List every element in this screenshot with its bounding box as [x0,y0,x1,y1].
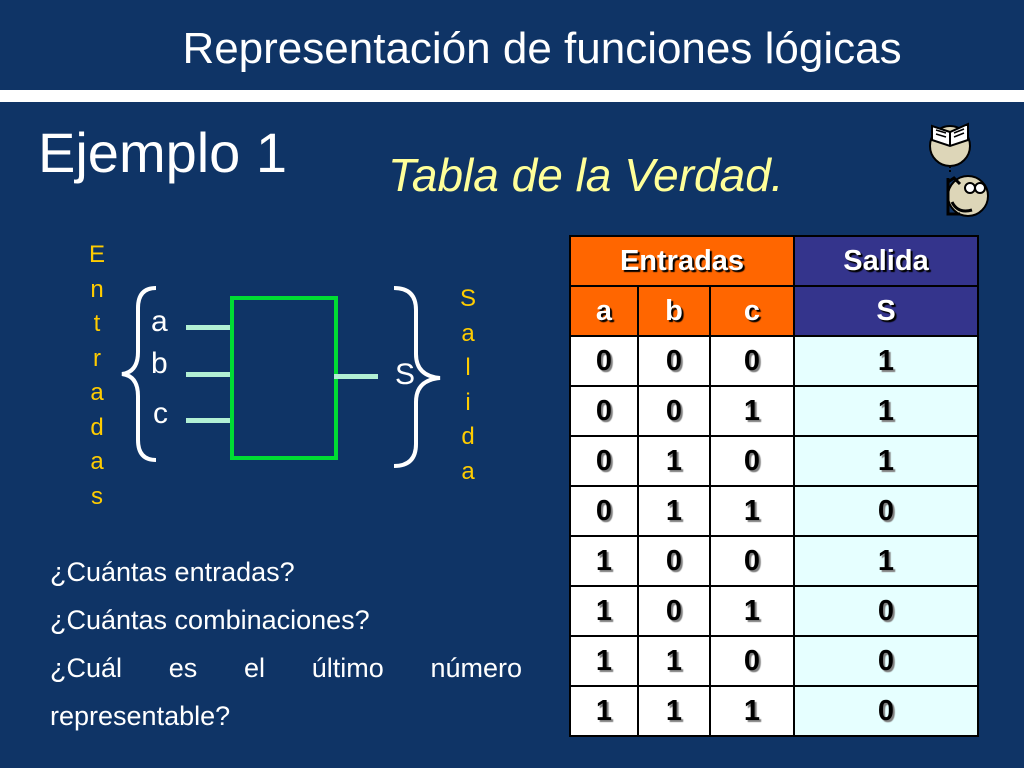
table-cell: 0 [793,685,979,737]
questions: ¿Cuántas entradas? ¿Cuántas combinacione… [50,548,522,740]
question-3-cont: representable? [50,701,231,731]
table-cell: 1 [569,585,639,637]
input-label-b: b [151,347,168,380]
table-cell: 0 [709,635,795,687]
output-wire [334,374,378,379]
table-cell: 1 [793,335,979,387]
input-wire-b [186,372,232,377]
input-wire-a [186,325,232,330]
column-header-a: a [569,285,639,337]
table-cell: 1 [637,485,711,537]
table-cell: 1 [709,385,795,437]
table-cell: 1 [793,535,979,587]
table-cell: 1 [637,635,711,687]
table-cell: 0 [709,335,795,387]
input-wire-c [186,418,232,423]
table-cell: 0 [569,485,639,537]
table-cell: 1 [709,485,795,537]
input-label-c: c [153,397,168,430]
question-1: ¿Cuántas entradas? [50,557,295,587]
example-heading: Ejemplo 1 [38,121,288,184]
table-cell: 0 [637,335,711,387]
clipart-icons [929,122,989,217]
column-header-s: S [793,285,979,337]
table-cell: 1 [709,585,795,637]
input-label-a: a [151,305,168,338]
table-cell: 1 [709,685,795,737]
table-cell: 1 [793,435,979,487]
right-brace [393,286,441,468]
table-cell: 0 [637,385,711,437]
table-cell: 1 [637,435,711,487]
logic-block [230,296,338,460]
table-cell: 0 [709,535,795,587]
table-cell: 1 [637,685,711,737]
table-cell: 0 [637,585,711,637]
table-cell: 1 [569,685,639,737]
title-divider [0,90,1024,102]
table-cell: 0 [793,635,979,687]
table-cell: 0 [709,435,795,487]
column-header-b: b [637,285,711,337]
book-icon [929,122,971,174]
column-header-row: a b c S [569,285,979,337]
question-2: ¿Cuántas combinaciones? [50,605,370,635]
slide-title: Representación de funciones lógicas [182,24,902,73]
table-cell: 1 [569,635,639,687]
table-cell: 0 [637,535,711,587]
question-3: ¿Cuál es el último número [50,653,522,683]
output-label-s: S [395,358,416,391]
table-cell: 0 [569,335,639,387]
inputs-vertical-label: E n t r a d a s [88,241,105,510]
subtitle: Tabla de la Verdad. [388,149,784,201]
table-cell: 1 [569,535,639,587]
table-cell: 1 [793,385,979,437]
outputs-vertical-label: S a l i d a [459,285,476,485]
left-brace [121,286,157,462]
group-header-row: Entradas Salida [569,235,979,287]
table-cell: 0 [793,485,979,537]
table-cell: 0 [793,585,979,637]
table-cell: 0 [569,385,639,437]
header-entradas: Entradas [569,235,795,287]
header-salida: Salida [793,235,979,287]
column-header-c: c [709,285,795,337]
face-icon [946,175,989,217]
table-cell: 0 [569,435,639,487]
